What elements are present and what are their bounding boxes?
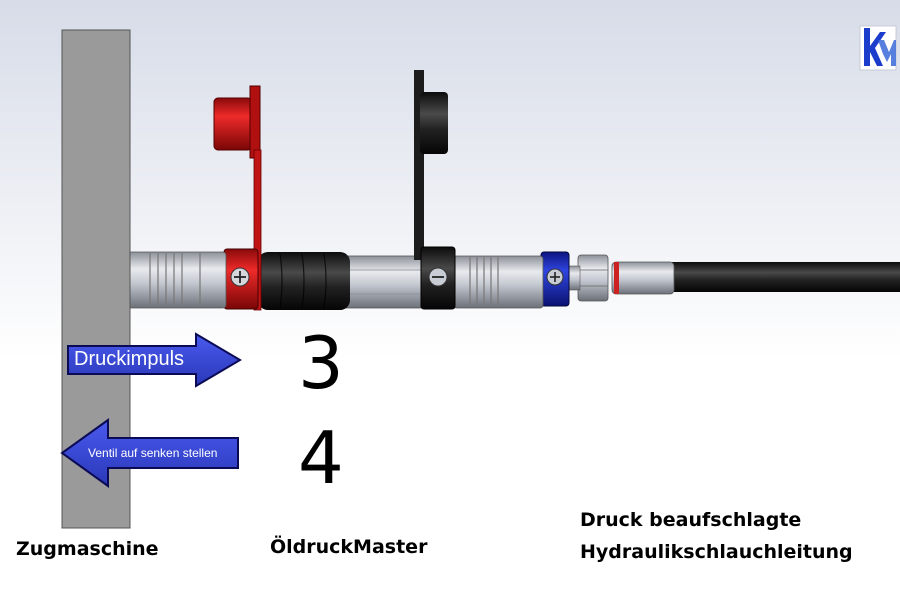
left-quick-coupler — [127, 251, 227, 309]
hydraulic-hose — [672, 262, 900, 292]
black-dust-cap — [414, 70, 448, 260]
hose-label-line2: Hydraulikschlauchleitung — [580, 541, 853, 563]
step-number-4: 4 — [298, 416, 344, 500]
device-label: ÖldruckMaster — [270, 536, 428, 558]
blue-coupling-ring — [540, 251, 570, 307]
km-logo-icon — [859, 25, 897, 71]
red-coupling-ring — [223, 248, 259, 310]
hose-label-line1: Druck beaufschlagte — [580, 509, 802, 531]
pressure-pulse-label: Druckimpuls — [74, 348, 185, 370]
red-dust-cap — [213, 85, 262, 311]
right-quick-coupler — [452, 255, 544, 309]
hose-fitting — [565, 254, 675, 302]
tractor-label: Zugmaschine — [16, 538, 159, 560]
black-coupling-ring — [420, 246, 456, 310]
valve-lower-label: Ventil auf senken stellen — [88, 446, 218, 460]
pressure-pulse-arrow — [67, 332, 242, 388]
valve-lower-arrow — [60, 418, 239, 488]
black-grip — [258, 252, 350, 310]
step-number-3: 3 — [298, 321, 344, 405]
device-body — [339, 255, 431, 309]
